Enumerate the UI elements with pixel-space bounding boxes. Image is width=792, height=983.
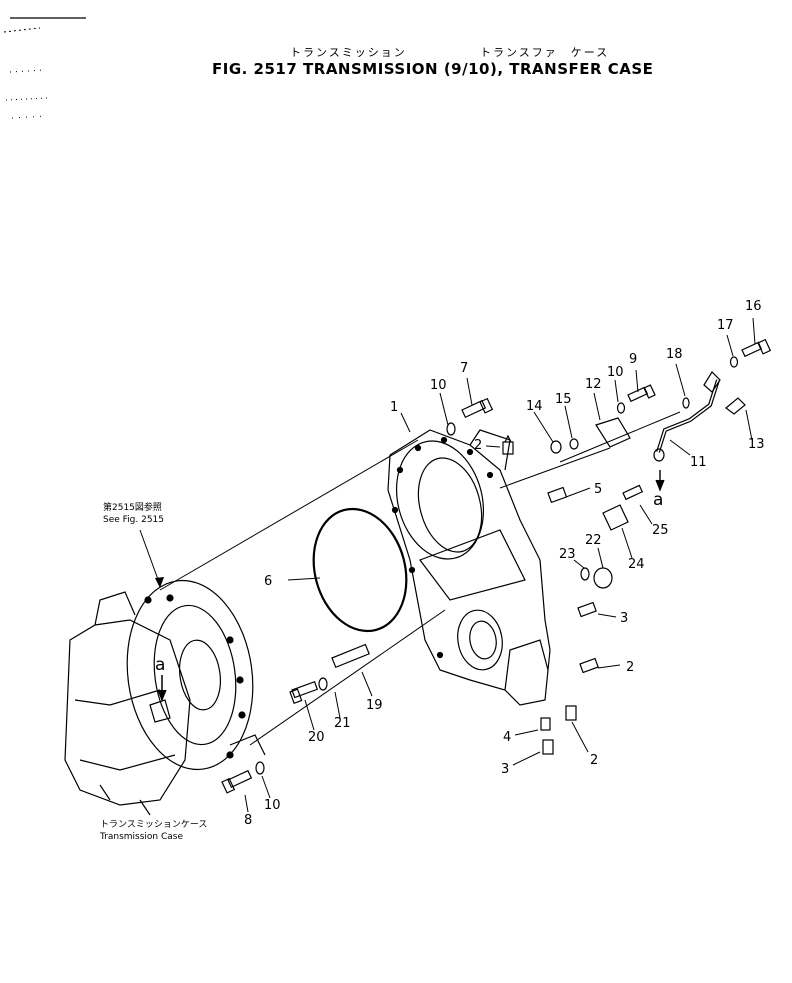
cover-24 bbox=[602, 504, 629, 531]
title-kana-left: トランスミッション bbox=[290, 46, 407, 59]
bolt-7 bbox=[461, 397, 494, 419]
callout-20: 20 bbox=[308, 730, 325, 745]
callout-11: 11 bbox=[690, 455, 707, 470]
fitting-18-head bbox=[703, 371, 721, 393]
transmission-case-drawing bbox=[64, 579, 266, 816]
bolt-20 bbox=[289, 681, 319, 705]
washer-15 bbox=[569, 438, 579, 450]
callout-17: 17 bbox=[717, 318, 734, 333]
plug-22 bbox=[593, 567, 613, 589]
washer-10a bbox=[446, 422, 456, 436]
callout-4: 4 bbox=[503, 730, 511, 745]
fitting-3-bottom bbox=[542, 739, 554, 755]
callout-14: 14 bbox=[526, 399, 543, 414]
callout-9: 9 bbox=[629, 352, 637, 367]
callout-2-bottom: 2 bbox=[590, 753, 598, 768]
callout-16: 16 bbox=[745, 299, 762, 314]
callout-7: 7 bbox=[460, 361, 468, 376]
callout-18: 18 bbox=[666, 347, 683, 362]
nut-4 bbox=[540, 717, 551, 731]
transmission-flange bbox=[126, 579, 254, 771]
callout-15: 15 bbox=[555, 392, 572, 407]
plug-5 bbox=[547, 486, 568, 504]
leader-lines bbox=[139, 317, 756, 813]
transmission-case-note-en: Transmission Case bbox=[100, 832, 184, 842]
callout-3-bottom: 3 bbox=[501, 762, 509, 777]
callout-19: 19 bbox=[366, 698, 383, 713]
callout-10-upper: 10 bbox=[430, 378, 447, 393]
transfer-case-housing bbox=[387, 429, 551, 706]
tube-11 bbox=[656, 379, 720, 453]
washer-21 bbox=[318, 677, 328, 691]
nut-14 bbox=[550, 440, 562, 454]
callout-25: 25 bbox=[652, 523, 669, 538]
bolt-9 bbox=[627, 384, 656, 403]
callout-5: 5 bbox=[594, 482, 602, 497]
fitting-2-right bbox=[579, 657, 599, 674]
callout-24: 24 bbox=[628, 557, 645, 572]
elbow-13 bbox=[725, 397, 746, 415]
washer-17 bbox=[729, 356, 739, 368]
bolt-8 bbox=[221, 769, 253, 794]
see-fig-note-jp: 第2515図参照 bbox=[103, 503, 162, 513]
title-kana-right: トランスファ ケース bbox=[480, 46, 610, 59]
figure-title: FIG. 2517 TRANSMISSION (9/10), TRANSFER … bbox=[212, 60, 654, 78]
callout-2-top: 2 bbox=[474, 438, 482, 453]
arrow-label-a-left: a bbox=[155, 655, 165, 675]
fitting-2-bottom bbox=[565, 705, 577, 721]
callout-22: 22 bbox=[585, 533, 602, 548]
callout-10-right: 10 bbox=[607, 365, 624, 380]
callout-2-right: 2 bbox=[626, 660, 634, 675]
gasket-o-ring bbox=[312, 507, 408, 633]
callout-6: 6 bbox=[264, 574, 272, 589]
o-ring-23 bbox=[580, 567, 590, 581]
callout-1: 1 bbox=[390, 400, 398, 415]
washer-10b bbox=[255, 761, 265, 775]
callout-10-lower: 10 bbox=[264, 798, 281, 813]
plug-2-top bbox=[502, 434, 514, 455]
arrow-label-a-right: a bbox=[653, 490, 663, 510]
callout-3-right: 3 bbox=[620, 611, 628, 626]
alignment-lines bbox=[159, 411, 681, 746]
callout-21: 21 bbox=[334, 716, 351, 731]
fitting-3-right bbox=[577, 601, 597, 618]
bolt-25 bbox=[622, 484, 644, 501]
dowel-pin-19 bbox=[331, 643, 370, 669]
callout-12: 12 bbox=[585, 377, 602, 392]
callout-23: 23 bbox=[559, 547, 576, 562]
tube-end-fitting bbox=[653, 448, 665, 462]
callout-8: 8 bbox=[244, 813, 252, 828]
block-12 bbox=[595, 417, 631, 448]
callout-numbers: 1 2 2 2 3 3 4 5 6 7 8 9 10 10 10 11 12 1… bbox=[244, 299, 765, 828]
washer-10c bbox=[616, 402, 626, 414]
seal-18 bbox=[682, 397, 690, 409]
see-fig-note-en: See Fig. 2515 bbox=[103, 515, 165, 525]
callout-13: 13 bbox=[748, 437, 765, 452]
transmission-case-note-jp: トランスミッションケース bbox=[100, 820, 208, 830]
bolt-16 bbox=[741, 338, 772, 358]
scan-speckle bbox=[3, 27, 49, 119]
